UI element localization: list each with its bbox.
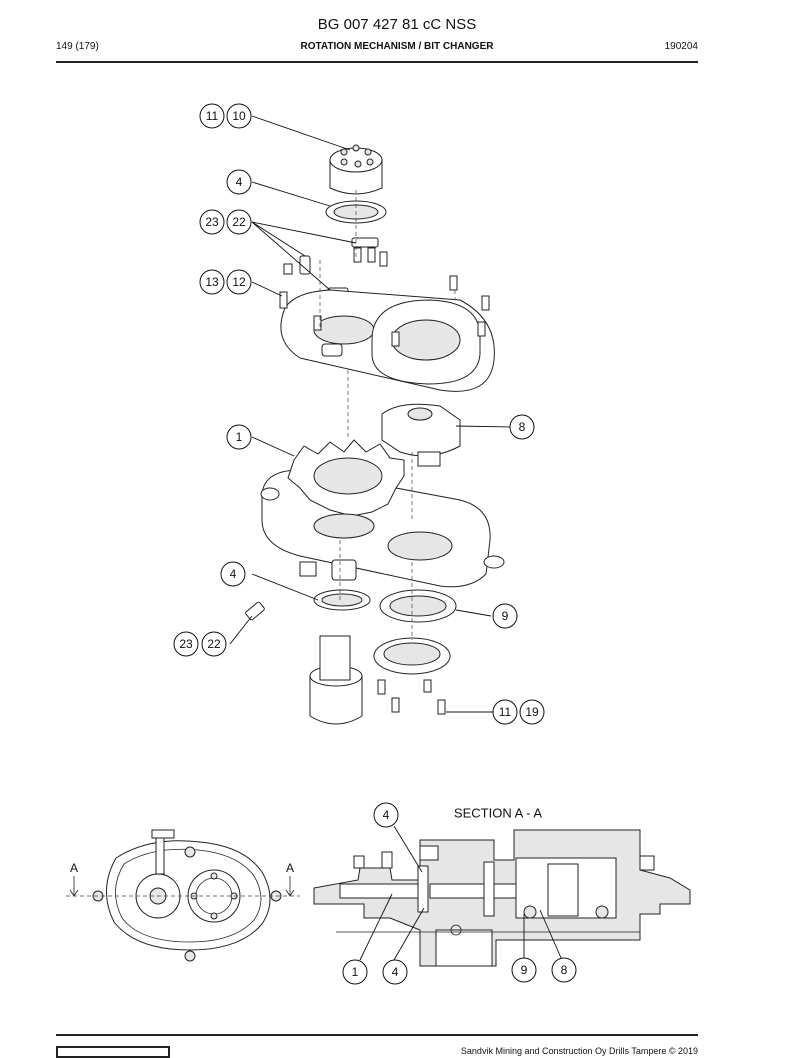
section-callout-1: 1 — [342, 959, 368, 985]
callout-1: 1 — [226, 424, 252, 450]
section-callout-4: 4 — [382, 959, 408, 985]
section-callout-4-top: 4 — [373, 802, 399, 828]
section-title: ROTATION MECHANISM / BIT CHANGER — [300, 41, 494, 52]
gear-block-part — [381, 403, 461, 467]
svg-text:8: 8 — [519, 420, 526, 434]
section-callout-8: 8 — [551, 957, 577, 983]
lower-parts — [245, 589, 457, 725]
section-view: SECTION A - A — [313, 806, 691, 967]
svg-text:4: 4 — [383, 808, 390, 822]
callout-10: 10 — [226, 103, 252, 129]
svg-text:11: 11 — [206, 109, 219, 123]
svg-text:9: 9 — [521, 963, 528, 977]
svg-text:9: 9 — [502, 609, 509, 623]
svg-text:13: 13 — [205, 275, 219, 289]
header-rule — [56, 61, 698, 63]
svg-text:12: 12 — [232, 275, 246, 289]
callout-4-bottom: 4 — [220, 561, 246, 587]
callout-9: 9 — [492, 603, 518, 629]
page-count: 149 (179) — [56, 41, 99, 52]
gear-housing-part — [260, 439, 505, 588]
footer-logo — [56, 1046, 170, 1058]
svg-text:1: 1 — [236, 430, 243, 444]
svg-text:23: 23 — [205, 215, 219, 229]
svg-text:1: 1 — [352, 965, 359, 979]
cut-line-label-right: A — [286, 861, 294, 875]
callout-4-top: 4 — [226, 169, 252, 195]
document-date: 190204 — [664, 41, 698, 52]
fitting-parts-top — [283, 237, 388, 299]
svg-text:19: 19 — [525, 705, 539, 719]
cut-line-label-left: A — [70, 861, 78, 875]
callout-22-bottom: 22 — [201, 631, 227, 657]
coupling-part — [329, 144, 383, 195]
callout-11-bottom: 11 — [492, 699, 518, 725]
callout-8: 8 — [509, 414, 535, 440]
svg-text:8: 8 — [561, 963, 568, 977]
svg-text:11: 11 — [499, 705, 512, 719]
callout-23-top: 23 — [199, 209, 225, 235]
cover-plate-part — [279, 275, 495, 392]
svg-text:4: 4 — [236, 175, 243, 189]
footer-rule — [56, 1034, 698, 1036]
callout-11: 11 — [199, 103, 225, 129]
section-callout-9: 9 — [511, 957, 537, 983]
callout-22-top: 22 — [226, 209, 252, 235]
section-label: SECTION A - A — [454, 806, 542, 821]
svg-text:23: 23 — [179, 637, 193, 651]
callout-13: 13 — [199, 269, 225, 295]
document-title: BG 007 427 81 cC NSS — [317, 16, 477, 33]
footer-copyright: Sandvik Mining and Construction Oy Drill… — [460, 1046, 698, 1056]
plan-view: A A — [66, 829, 300, 962]
callout-23-bottom: 23 — [173, 631, 199, 657]
svg-text:22: 22 — [207, 637, 221, 651]
svg-text:4: 4 — [230, 567, 237, 581]
svg-text:22: 22 — [232, 215, 246, 229]
svg-text:4: 4 — [392, 965, 399, 979]
svg-text:10: 10 — [232, 109, 246, 123]
callout-19: 19 — [519, 699, 545, 725]
callout-12: 12 — [226, 269, 252, 295]
